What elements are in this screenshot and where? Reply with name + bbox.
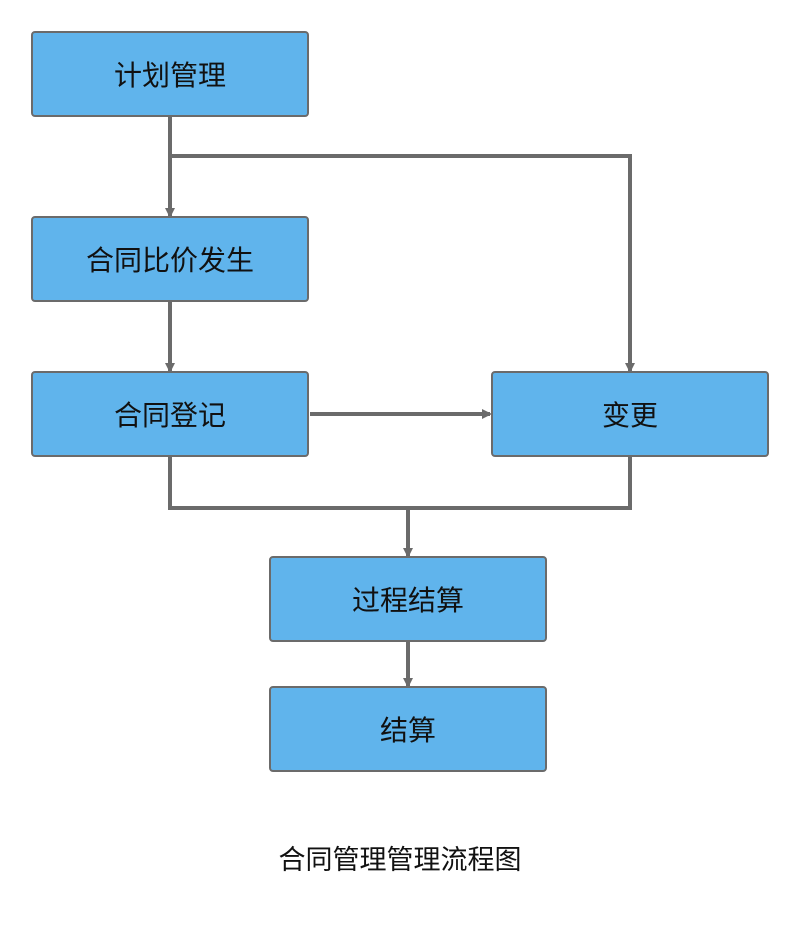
node-change: 变更 bbox=[491, 371, 769, 457]
node-plan-management-label: 计划管理 bbox=[113, 59, 226, 92]
edge-registration-to-process-settlement bbox=[168, 457, 408, 510]
node-process-settlement-label: 过程结算 bbox=[351, 584, 464, 617]
diagram-caption: 合同管理管理流程图 bbox=[278, 845, 522, 876]
node-settlement-label: 结算 bbox=[379, 714, 436, 747]
node-process-settlement: 过程结算 bbox=[269, 556, 547, 642]
edge-change-to-process-settlement bbox=[403, 457, 632, 558]
node-contract-price-comparison: 合同比价发生 bbox=[31, 216, 309, 302]
node-plan-management: 计划管理 bbox=[31, 31, 309, 117]
edge-plan-to-change bbox=[170, 154, 635, 373]
node-change-label: 变更 bbox=[601, 399, 658, 432]
node-contract-price-comparison-label: 合同比价发生 bbox=[85, 244, 254, 277]
node-settlement: 结算 bbox=[269, 686, 547, 772]
node-contract-registration-label: 合同登记 bbox=[113, 399, 226, 432]
node-contract-registration: 合同登记 bbox=[31, 371, 309, 457]
